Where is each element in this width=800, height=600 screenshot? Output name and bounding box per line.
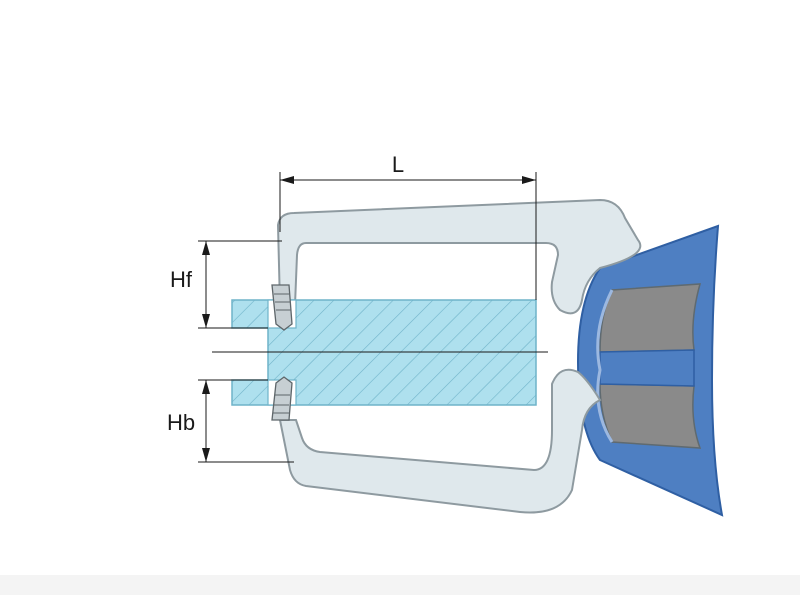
lower-arm (278, 368, 602, 514)
dimension-hb (198, 379, 294, 463)
gauge-middle-band (599, 349, 695, 387)
upper-arm (276, 198, 642, 315)
bottom-band (0, 575, 800, 595)
gauge-upper-grey (599, 283, 702, 353)
upper-tip (271, 284, 293, 331)
dimension-hf (198, 240, 282, 329)
dimension-l (279, 172, 537, 300)
dimension-hb-label: Hb (167, 410, 195, 435)
dimension-l-label: L (392, 152, 404, 177)
gauge-handle (576, 224, 724, 517)
lower-tip (271, 376, 293, 421)
gauge-lower-grey (599, 383, 702, 449)
dimension-hf-label: Hf (170, 267, 193, 292)
